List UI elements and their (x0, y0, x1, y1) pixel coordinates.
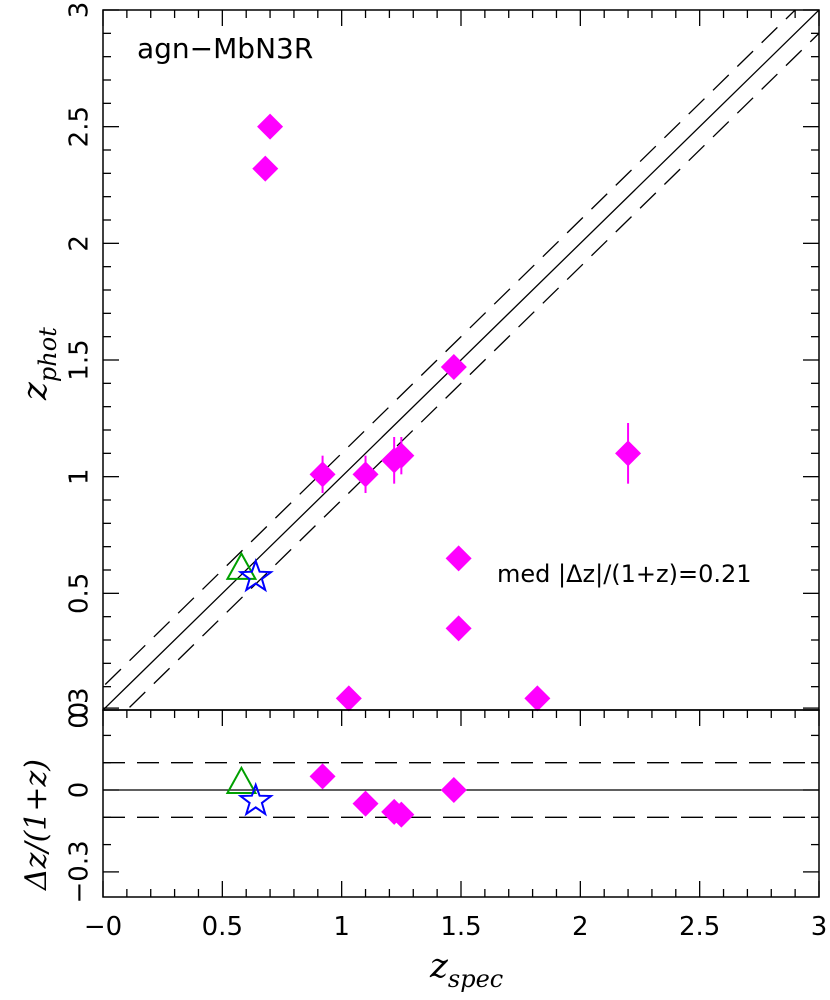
lower-dashed-line (125, 32, 819, 710)
upper-dashed-line (103, 10, 797, 688)
y-tick-label: 1 (65, 468, 95, 485)
diamond-point (335, 685, 362, 712)
data-points (225, 113, 642, 828)
y-tick-label: 2.5 (65, 106, 95, 147)
axis-ticks (102, 9, 820, 897)
diamond-point (615, 440, 642, 467)
x-axis-label: zspec (429, 946, 503, 993)
annotation-median-dz: med |Δz|/(1+z)=0.21 (497, 560, 752, 588)
y-tick-label: 2 (65, 235, 95, 252)
x-axis-label-sub: spec (448, 965, 503, 993)
x-tick-label: 3 (811, 912, 828, 942)
residual-diamond-point (440, 777, 467, 803)
x-tick-label: 1.5 (440, 912, 481, 942)
y-tick-label: 0 (65, 702, 95, 719)
diamond-point (252, 155, 279, 182)
y-axis-label-sub: phot (34, 327, 62, 382)
y-axis-label-main: z (15, 381, 55, 401)
residual-y-tick-label: −0.3 (65, 840, 95, 903)
x-tick-label: −0 (84, 912, 122, 942)
y-tick-label: 3 (65, 2, 95, 19)
x-tick-label: 0.5 (202, 912, 243, 942)
residual-panel-frame (102, 709, 820, 898)
residual-star-point (237, 781, 274, 817)
diamond-point (524, 685, 551, 712)
y-tick-label: 1.5 (65, 339, 95, 380)
x-tick-label: 2.5 (679, 912, 720, 942)
y-axis-label: zphot (15, 327, 62, 401)
x-tick-label: 2 (572, 912, 589, 942)
panel-label: agn−MbN3R (137, 32, 313, 65)
residual-diamond-point (309, 763, 336, 790)
residual-y-tick-label: 0 (65, 782, 95, 799)
residual-y-axis-label: Δz/(1+z) (19, 759, 54, 891)
guide-lines (103, 10, 819, 710)
triangle-point (225, 551, 258, 580)
diamond-point (445, 615, 472, 642)
residual-triangle-point (225, 765, 258, 795)
diamond-point (388, 442, 415, 469)
diamond-point (445, 545, 472, 572)
x-axis-label-main: z (429, 946, 449, 986)
residual-diamond-point (388, 801, 415, 828)
diamond-point (352, 461, 379, 488)
star-point (237, 558, 274, 593)
y-tick-label: 0.5 (65, 573, 95, 614)
one-to-one-line (103, 10, 819, 710)
error-bars (264, 119, 630, 703)
diamond-point (309, 461, 336, 488)
plot-frames (102, 9, 820, 898)
diamond-point (257, 113, 284, 140)
residual-y-tick-label: 0.3 (65, 687, 95, 728)
diamond-point (440, 354, 467, 380)
residual-diamond-point (352, 790, 379, 817)
x-tick-label: 1 (333, 912, 350, 942)
